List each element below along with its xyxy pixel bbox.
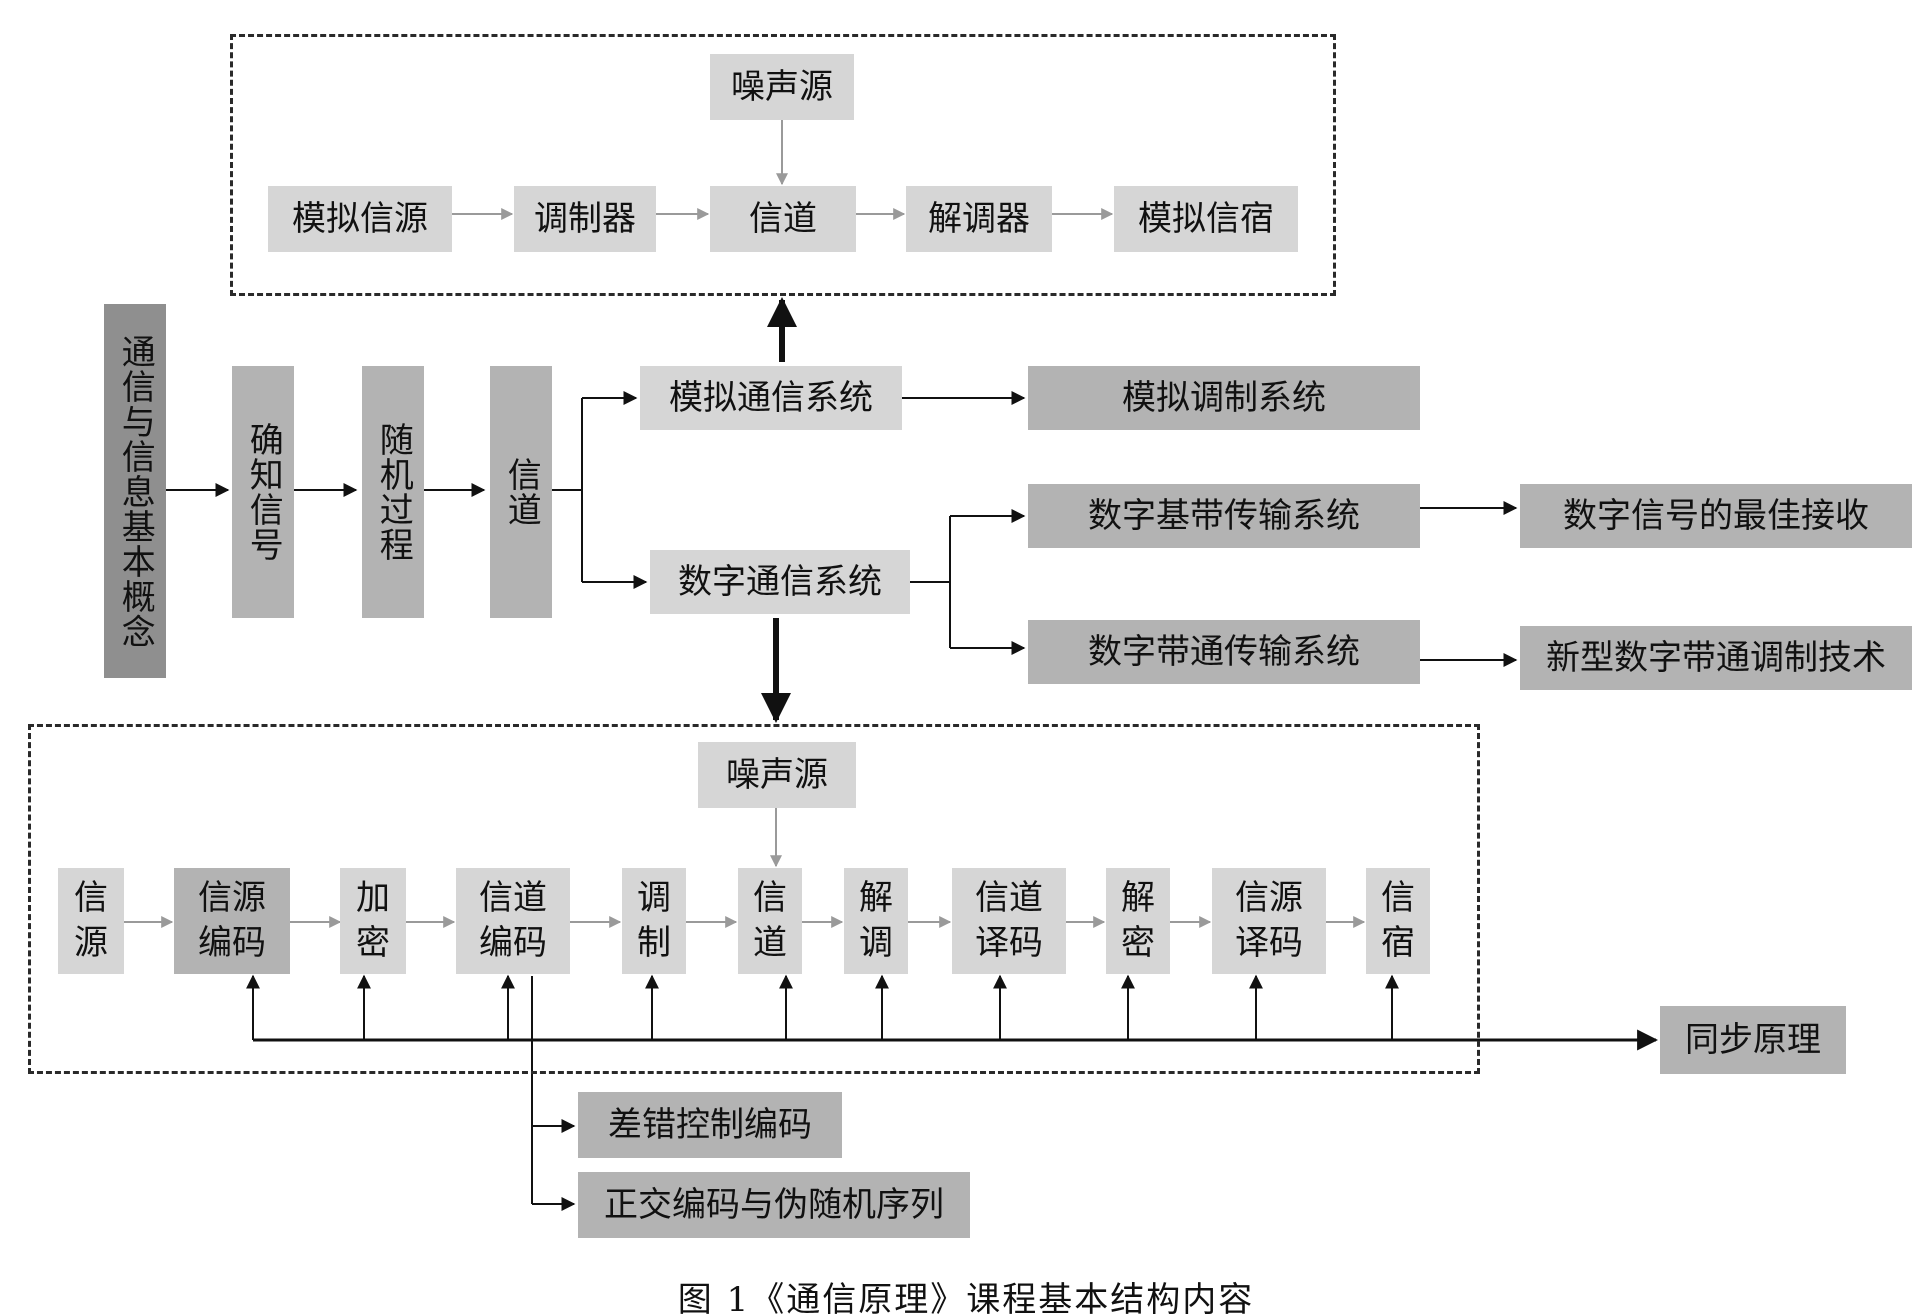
box-sync-principle: 同步原理 — [1660, 1006, 1846, 1074]
box-main-concept: 通信与信息基本概念 — [104, 304, 166, 678]
box-digital-bandpass-system: 数字带通传输系统 — [1028, 620, 1420, 684]
box-analog-sink: 模拟信宿 — [1114, 186, 1298, 252]
box-error-control-coding: 差错控制编码 — [578, 1092, 842, 1158]
analog-model-frame — [230, 34, 1336, 296]
box-digital-source: 信 源 — [58, 868, 124, 974]
figure-caption: 图 1《通信原理》课程基本结构内容 — [677, 1280, 1255, 1314]
box-modulator: 调制器 — [514, 186, 656, 252]
box-digital-baseband-system: 数字基带传输系统 — [1028, 484, 1420, 548]
box-orthogonal-coding: 正交编码与伪随机序列 — [578, 1172, 970, 1238]
box-analog-channel: 信道 — [710, 186, 856, 252]
branch-channel-to-systems — [550, 398, 583, 582]
box-digital-channel: 信 道 — [738, 868, 802, 974]
box-channel-main: 信道 — [490, 366, 552, 618]
box-encryption: 加 密 — [340, 868, 406, 974]
box-digital-sink: 信 宿 — [1366, 868, 1430, 974]
box-deterministic-signal: 确知信号 — [232, 366, 294, 618]
branch-digital-to-subsystems — [910, 516, 951, 648]
digital-model-frame — [28, 724, 1480, 1074]
box-source-coding: 信源 编码 — [174, 868, 290, 974]
box-digital-noise-source: 噪声源 — [698, 742, 856, 808]
box-analog-system: 模拟通信系统 — [640, 366, 902, 430]
box-digital-system: 数字通信系统 — [650, 550, 910, 614]
box-new-modulation-technique: 新型数字带通调制技术 — [1520, 626, 1912, 690]
box-channel-decoding: 信道 译码 — [952, 868, 1066, 974]
box-analog-noise-source: 噪声源 — [710, 54, 854, 120]
box-source-decoding: 信源 译码 — [1212, 868, 1326, 974]
box-analog-modulation-system: 模拟调制系统 — [1028, 366, 1420, 430]
box-decryption: 解 密 — [1106, 868, 1170, 974]
box-random-process: 随机过程 — [362, 366, 424, 618]
box-channel-coding: 信道 编码 — [456, 868, 570, 974]
box-demodulation: 解 调 — [844, 868, 908, 974]
box-optimal-reception: 数字信号的最佳接收 — [1520, 484, 1912, 548]
box-demodulator: 解调器 — [906, 186, 1052, 252]
box-analog-source: 模拟信源 — [268, 186, 452, 252]
box-modulation: 调 制 — [622, 868, 686, 974]
